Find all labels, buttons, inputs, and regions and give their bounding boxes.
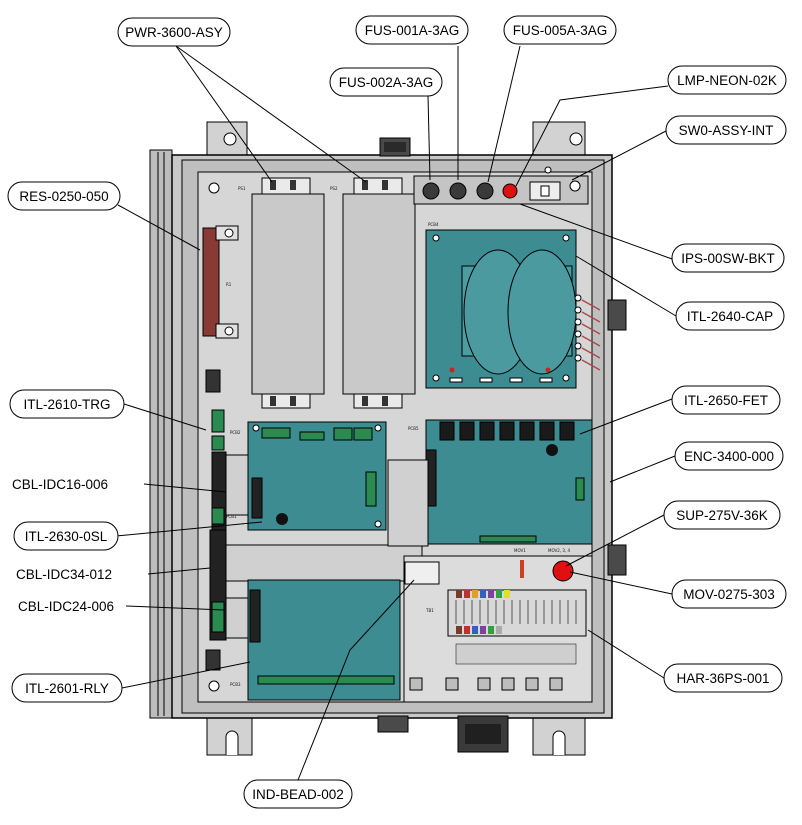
callout-cbl24: CBL-IDC24-006 [18, 599, 114, 614]
callout-fus005-label: FUS-005A-3AG [513, 23, 608, 38]
callout-fus001-label: FUS-001A-3AG [365, 23, 460, 38]
pcb3-label: PCB3 [230, 682, 241, 687]
terminal-strip [447, 589, 587, 637]
callout-itl2640: ITL-2640-CAP [675, 301, 785, 331]
callout-itl2610: ITL-2610-TRG [9, 389, 125, 419]
callout-har: HAR-36PS-001 [663, 663, 783, 693]
mount-slot [225, 730, 239, 755]
screw [208, 680, 220, 692]
hinge [149, 149, 173, 719]
pcb4-label: PCB4 [428, 222, 439, 227]
callout-itl2650: ITL-2650-FET [671, 385, 781, 415]
tb1-label: TB1 [425, 608, 434, 613]
callout-itl2610-label: ITL-2610-TRG [23, 397, 110, 412]
wire-bundle [581, 299, 601, 371]
pcb1-label: PCB1 [226, 514, 237, 519]
trigger-board: PCB2 [230, 421, 387, 531]
callout-fus002: FUS-002A-3AG [329, 67, 443, 97]
callout-sup-label: SUP-275V-36K [676, 508, 768, 523]
callout-ips: IPS-00SW-BKT [671, 243, 785, 273]
callout-cbl34: CBL-IDC34-012 [16, 567, 112, 582]
callout-itl2601-label: ITL-2601-RLY [25, 681, 109, 696]
callout-enc-label: ENC-3400-000 [684, 449, 774, 464]
fet-board: PCB5 [408, 419, 593, 545]
latch-bottom-left [377, 715, 409, 733]
latch-right-bottom [607, 544, 627, 576]
mount-hole [223, 132, 237, 146]
callout-cbl34-label: CBL-IDC34-012 [16, 567, 112, 582]
mov1 [520, 560, 524, 578]
mov1-label: MOV1 [514, 548, 526, 553]
capacitor [507, 249, 577, 375]
mount-slot [552, 730, 566, 755]
screw [208, 182, 220, 194]
callout-fus005: FUS-005A-3AG [503, 15, 617, 45]
callout-pwr-label: PWR-3600-ASY [125, 25, 223, 40]
latch-right-top [607, 299, 627, 331]
callout-enc: ENC-3400-000 [674, 441, 784, 471]
ferrite-bead [404, 561, 440, 585]
callout-res: RES-0250-050 [7, 181, 121, 211]
callout-pwr: PWR-3600-ASY [117, 17, 231, 47]
callout-itl2630: ITL-2630-0SL [13, 521, 119, 551]
callout-har-label: HAR-36PS-001 [676, 671, 769, 686]
fuse-holder [476, 182, 494, 200]
leader-lines [115, 45, 677, 781]
terminal-screws [409, 677, 563, 691]
mov-disk [552, 560, 574, 582]
power-supply-2: PS2 [330, 177, 416, 409]
ps2-label: PS2 [330, 186, 338, 191]
callout-sw-label: SW0-ASSY-INT [679, 123, 774, 138]
terminal-colors [456, 590, 510, 634]
neon-lamp [502, 183, 518, 199]
relay-board: PCB3 [205, 529, 401, 701]
callout-itl2640-label: ITL-2640-CAP [687, 309, 773, 324]
callout-lmp-label: LMP-NEON-02K [677, 73, 777, 88]
fuse-holder [422, 182, 440, 200]
terminal-block-area: TB1 MOV1 MOV2, 3, 4 [403, 548, 593, 703]
resistor: R1 [202, 225, 239, 339]
callout-itl2630-label: ITL-2630-0SL [25, 529, 108, 544]
callout-cbl16-label: CBL-IDC16-006 [12, 477, 108, 492]
callout-sw: SW0-ASSY-INT [665, 115, 787, 145]
callout-sup: SUP-275V-36K [663, 500, 781, 530]
callout-cbl16: CBL-IDC16-006 [12, 477, 108, 492]
callout-fus002-label: FUS-002A-3AG [339, 75, 434, 90]
callout-itl2650-label: ITL-2650-FET [684, 393, 768, 408]
power-supply-1: PS1 [238, 177, 325, 409]
fet-row [439, 421, 575, 441]
ps1-label: PS1 [238, 186, 246, 191]
mount-hole [569, 132, 583, 146]
screw [569, 180, 581, 192]
mov234-label: MOV2, 3, 4 [548, 548, 570, 553]
callout-mov-label: MOV-0275-303 [683, 587, 775, 602]
callout-ind-label: IND-BEAD-002 [252, 787, 344, 802]
trigger-connectors: PCB1 [205, 369, 237, 543]
r1-label: R1 [226, 282, 232, 287]
callout-mov: MOV-0275-303 [671, 579, 787, 609]
pcb2-label: PCB2 [230, 430, 241, 435]
fuse-switch-bracket [413, 175, 589, 205]
screw [544, 166, 552, 174]
callout-cbl24-label: CBL-IDC24-006 [18, 599, 114, 614]
callout-lmp: LMP-NEON-02K [667, 65, 787, 95]
fuse-holder [449, 182, 467, 200]
callout-itl2601: ITL-2601-RLY [11, 673, 123, 703]
capacitor-board: PCB4 [425, 222, 582, 389]
callout-fus001: FUS-001A-3AG [355, 15, 469, 45]
callout-ind: IND-BEAD-002 [243, 779, 353, 809]
pcb5-label: PCB5 [408, 426, 419, 431]
callout-ips-label: IPS-00SW-BKT [681, 251, 775, 266]
callout-res-label: RES-0250-050 [19, 189, 108, 204]
